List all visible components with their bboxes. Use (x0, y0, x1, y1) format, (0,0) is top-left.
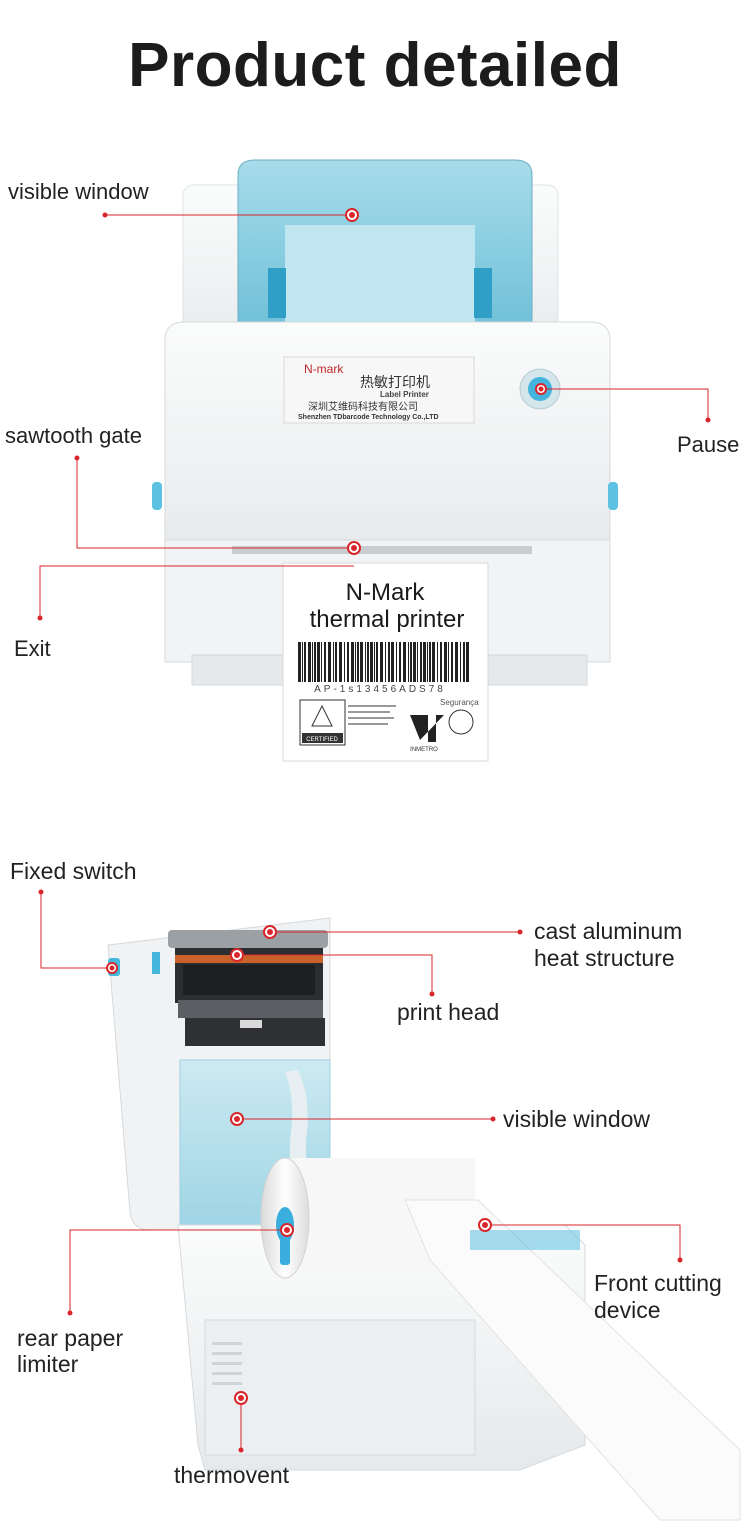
barcode-bar (370, 642, 373, 682)
barcode (298, 642, 469, 682)
barcode-bar (344, 642, 345, 682)
barcode-bar (444, 642, 447, 682)
barcode-bar (308, 642, 311, 682)
label-line1: N-Mark (346, 579, 426, 606)
front-callout-dots (37, 208, 711, 621)
barcode-bar (427, 642, 428, 682)
barcode-bar (463, 642, 465, 682)
brand-company: Shenzhen TDbarcode Technology Co.,LTD (298, 414, 439, 421)
label-sawtooth-gate: sawtooth gate (5, 423, 142, 448)
barcode-bar (304, 642, 306, 682)
front-printer: N-mark 热敏打印机 Label Printer 深圳艾维码科技有限公司 S… (152, 159, 618, 762)
label-front-cutting: Front cutting (594, 1270, 722, 1296)
thermovent-grille (212, 1342, 242, 1385)
barcode-bar (391, 642, 394, 682)
open-printer (107, 917, 741, 1521)
barcode-bar (420, 642, 422, 682)
barcode-bar (357, 642, 359, 682)
brand-plate (283, 356, 475, 424)
barcode-bar (355, 642, 356, 682)
brand-logo: N-mark (304, 362, 344, 376)
label-heat-structure: heat structure (534, 945, 675, 971)
label-visible-window-front: visible window (8, 179, 149, 204)
brand-cn-title: 热敏打印机 (360, 374, 430, 391)
barcode-bar (385, 642, 386, 682)
barcode-bar (429, 642, 431, 682)
label-front-cutting-device: device (594, 1297, 661, 1323)
label-inmetro: INMETRO (410, 747, 438, 753)
label-certified: CERTIFIED (306, 737, 338, 743)
barcode-bar (410, 642, 412, 682)
certification-mark (299, 699, 346, 746)
open-callout-lines (40, 892, 681, 1450)
barcode-bar (302, 642, 303, 682)
inmetro-mark (410, 715, 444, 742)
barcode-bar (460, 642, 461, 682)
label-pause: Pause (677, 432, 740, 457)
barcode-bar (347, 642, 349, 682)
barcode-text: AP-1s13456ADS78 (314, 684, 446, 695)
barcode-bar (298, 642, 301, 682)
barcode-bar (360, 642, 363, 682)
brand-subtitle: Label Printer (380, 390, 429, 399)
barcode-bar (408, 642, 409, 682)
barcode-bar (351, 642, 354, 682)
heat-structure (168, 930, 328, 948)
barcode-bar (335, 642, 337, 682)
ul-mark (448, 709, 474, 735)
barcode-bar (324, 642, 326, 682)
barcode-bar (333, 642, 334, 682)
barcode-bar (317, 642, 320, 682)
barcode-bar (437, 642, 438, 682)
barcode-bar (451, 642, 453, 682)
barcode-bar (455, 642, 458, 682)
label-thermovent: thermovent (174, 1462, 290, 1488)
label-fixed-switch: Fixed switch (10, 858, 137, 884)
barcode-bar (321, 642, 322, 682)
barcode-bar (374, 642, 375, 682)
barcode-bar (367, 642, 369, 682)
label-rear-paper: rear paper (17, 1325, 124, 1351)
barcode-bar (399, 642, 401, 682)
barcode-bar (413, 642, 416, 682)
page-title: Product detailed (128, 31, 622, 100)
barcode-bar (403, 642, 406, 682)
barcode-bar (423, 642, 426, 682)
barcode-bar (396, 642, 397, 682)
barcode-bar (440, 642, 442, 682)
paper-strip (404, 1199, 741, 1521)
barcode-bar (365, 642, 366, 682)
label-visible-window-open: visible window (503, 1106, 651, 1132)
barcode-bar (432, 642, 435, 682)
label-rear-paper-limiter: limiter (17, 1351, 79, 1377)
barcode-bar (339, 642, 342, 682)
label-seguranca: Segurança (440, 698, 479, 707)
barcode-bar (314, 642, 316, 682)
label-cast-aluminum: cast aluminum (534, 918, 683, 944)
barcode-bar (448, 642, 449, 682)
barcode-bar (312, 642, 313, 682)
brand-cn-company: 深圳艾维码科技有限公司 (308, 400, 418, 413)
barcode-bar (466, 642, 469, 682)
label-exit: Exit (14, 636, 51, 661)
front-callout-lines (39, 214, 709, 618)
label-print-head: print head (397, 999, 500, 1025)
barcode-bar (380, 642, 383, 682)
open-callout-dots (38, 889, 683, 1453)
paper-roll-front (285, 225, 475, 327)
barcode-bar (328, 642, 331, 682)
barcode-bar (417, 642, 418, 682)
barcode-bar (388, 642, 390, 682)
barcode-bar (376, 642, 378, 682)
label-line2: thermal printer (310, 606, 465, 633)
